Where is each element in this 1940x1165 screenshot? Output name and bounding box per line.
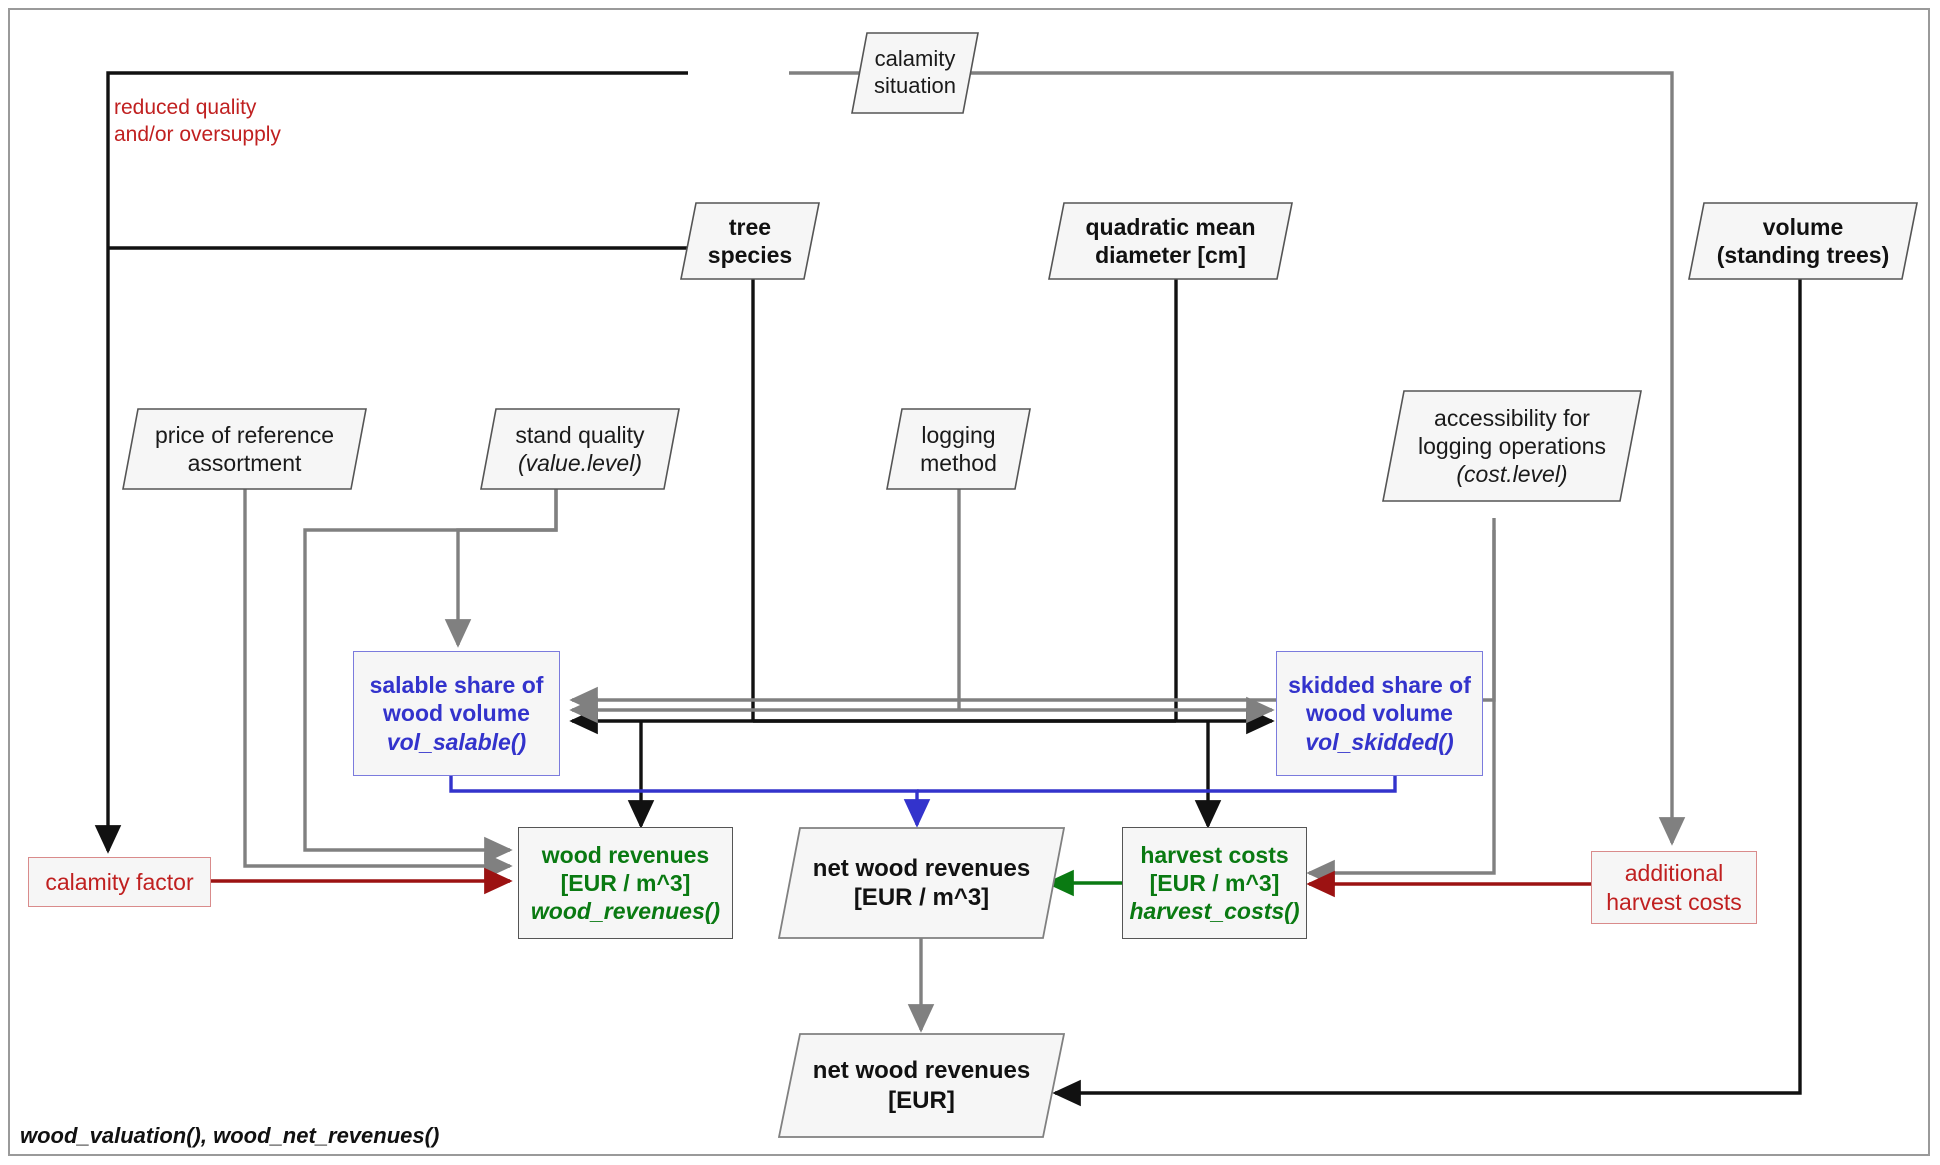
node-label-line-1: skidded share of — [1288, 672, 1471, 699]
parallelogram-shape — [778, 827, 1065, 939]
node-label-line-1: net wood revenues — [812, 854, 1031, 882]
node-label-line-2: harvest costs — [1606, 888, 1742, 915]
node-label-line-1: tree — [728, 213, 772, 240]
node-label-line-2: (standing trees) — [1716, 242, 1890, 268]
node-label-line-1: wood revenues — [541, 841, 710, 868]
node-label-line-2: [EUR / m^3] — [1149, 869, 1280, 896]
node-label-line-2: (value.level) — [518, 450, 642, 476]
node-stand-quality[interactable]: stand quality (value.level) — [480, 408, 680, 490]
node-net-wood-revenues-m3[interactable]: net wood revenues [EUR / m^3] — [778, 827, 1065, 939]
node-label-line-2: logging operations — [1418, 432, 1606, 459]
node-label-line-1: stand quality — [515, 421, 645, 448]
node-logging-method[interactable]: logging method — [886, 408, 1031, 490]
node-net-wood-revenues-eur[interactable]: net wood revenues [EUR] — [778, 1033, 1065, 1138]
node-label-line-2: method — [920, 450, 997, 476]
node-label-line-1: calamity — [874, 46, 956, 72]
node-label-line-2: [EUR / m^3] — [853, 884, 990, 911]
node-label-line-1: price of reference — [155, 421, 334, 448]
node-label-line-1: quadratic mean — [1085, 213, 1256, 240]
node-label-line-1: volume — [1762, 213, 1844, 240]
node-label-line-3: harvest_costs() — [1129, 898, 1300, 925]
annotation-line-1: reduced quality — [114, 96, 257, 119]
node-label-line-1: additional — [1624, 860, 1724, 887]
node-label-line-2: assortment — [187, 450, 302, 476]
edge-vol-skidded-to-net-revenues — [917, 776, 1397, 793]
parallelogram-shape — [851, 32, 979, 114]
edge-accessibility-to-harvest-costs — [1306, 518, 1496, 887]
node-label-line-1: calamity factor — [45, 868, 194, 895]
node-calamity-situation[interactable]: calamity situation — [851, 32, 979, 114]
parallelogram-shape — [886, 408, 1031, 490]
node-accessibility-logging-operations[interactable]: accessibility for logging operations (co… — [1382, 390, 1642, 502]
node-quadratic-mean-diameter[interactable]: quadratic mean diameter [cm] — [1048, 202, 1293, 280]
node-label-line-2: wood volume — [1306, 700, 1453, 727]
node-label-line-1: net wood revenues — [812, 1057, 1031, 1085]
edge-calamity-to-calamity-factor — [94, 71, 688, 854]
node-tree-species[interactable]: tree species — [680, 202, 820, 280]
node-label-line-2: species — [707, 242, 793, 268]
footer-function-label: wood_valuation(), wood_net_revenues() — [20, 1123, 440, 1148]
edge-price-ref-to-wood-revenues — [243, 411, 513, 880]
node-label-line-2: [EUR / m^3] — [560, 869, 691, 896]
node-label-line-2: wood volume — [383, 700, 530, 727]
node-label-line-3: vol_skidded() — [1305, 728, 1454, 755]
node-label-line-2: diameter [cm] — [1095, 242, 1246, 268]
node-label-line-3: vol_salable() — [386, 728, 527, 755]
node-label-line-2: [EUR] — [888, 1086, 955, 1114]
annotation-reduced-quality: reduced quality and/or oversupply — [114, 95, 281, 149]
node-wood-revenues[interactable]: wood revenues [EUR / m^3] wood_revenues(… — [518, 827, 733, 939]
parallelogram-shape — [778, 1033, 1065, 1138]
parallelogram-shape — [122, 408, 367, 490]
parallelogram-shape — [480, 408, 680, 490]
parallelogram-shape — [680, 202, 820, 280]
node-vol-salable[interactable]: salable share of wood volume vol_salable… — [353, 651, 560, 776]
edge-volume-to-net-eur — [1052, 233, 1802, 1107]
node-label-line-1: salable share of — [369, 672, 544, 699]
parallelogram-shape — [1382, 390, 1642, 502]
node-volume-standing-trees[interactable]: volume (standing trees) — [1688, 202, 1918, 280]
node-label-line-3: (cost.level) — [1456, 461, 1568, 488]
node-label-line-1: accessibility for — [1434, 404, 1590, 431]
annotation-line-2: and/or oversupply — [114, 122, 281, 146]
node-additional-harvest-costs[interactable]: additional harvest costs — [1591, 851, 1757, 924]
node-calamity-factor[interactable]: calamity factor — [28, 857, 211, 907]
edge-calamity-to-additional-costs — [789, 71, 1686, 846]
node-label-line-1: harvest costs — [1140, 841, 1289, 868]
node-harvest-costs[interactable]: harvest costs [EUR / m^3] harvest_costs(… — [1122, 827, 1307, 939]
node-vol-skidded[interactable]: skidded share of wood volume vol_skidded… — [1276, 651, 1483, 776]
parallelogram-shape — [1688, 202, 1918, 280]
edge-vol-salable-to-net-revenues — [449, 776, 931, 828]
parallelogram-shape — [1048, 202, 1293, 280]
node-label-line-1: logging — [921, 421, 996, 448]
node-label-line-3: wood_revenues() — [530, 898, 721, 925]
node-price-of-reference-assortment[interactable]: price of reference assortment — [122, 408, 367, 490]
node-label-line-2: situation — [874, 73, 956, 98]
diagram-frame — [8, 8, 1930, 1156]
edge-stand-quality-to-wood-revenues — [303, 413, 558, 864]
